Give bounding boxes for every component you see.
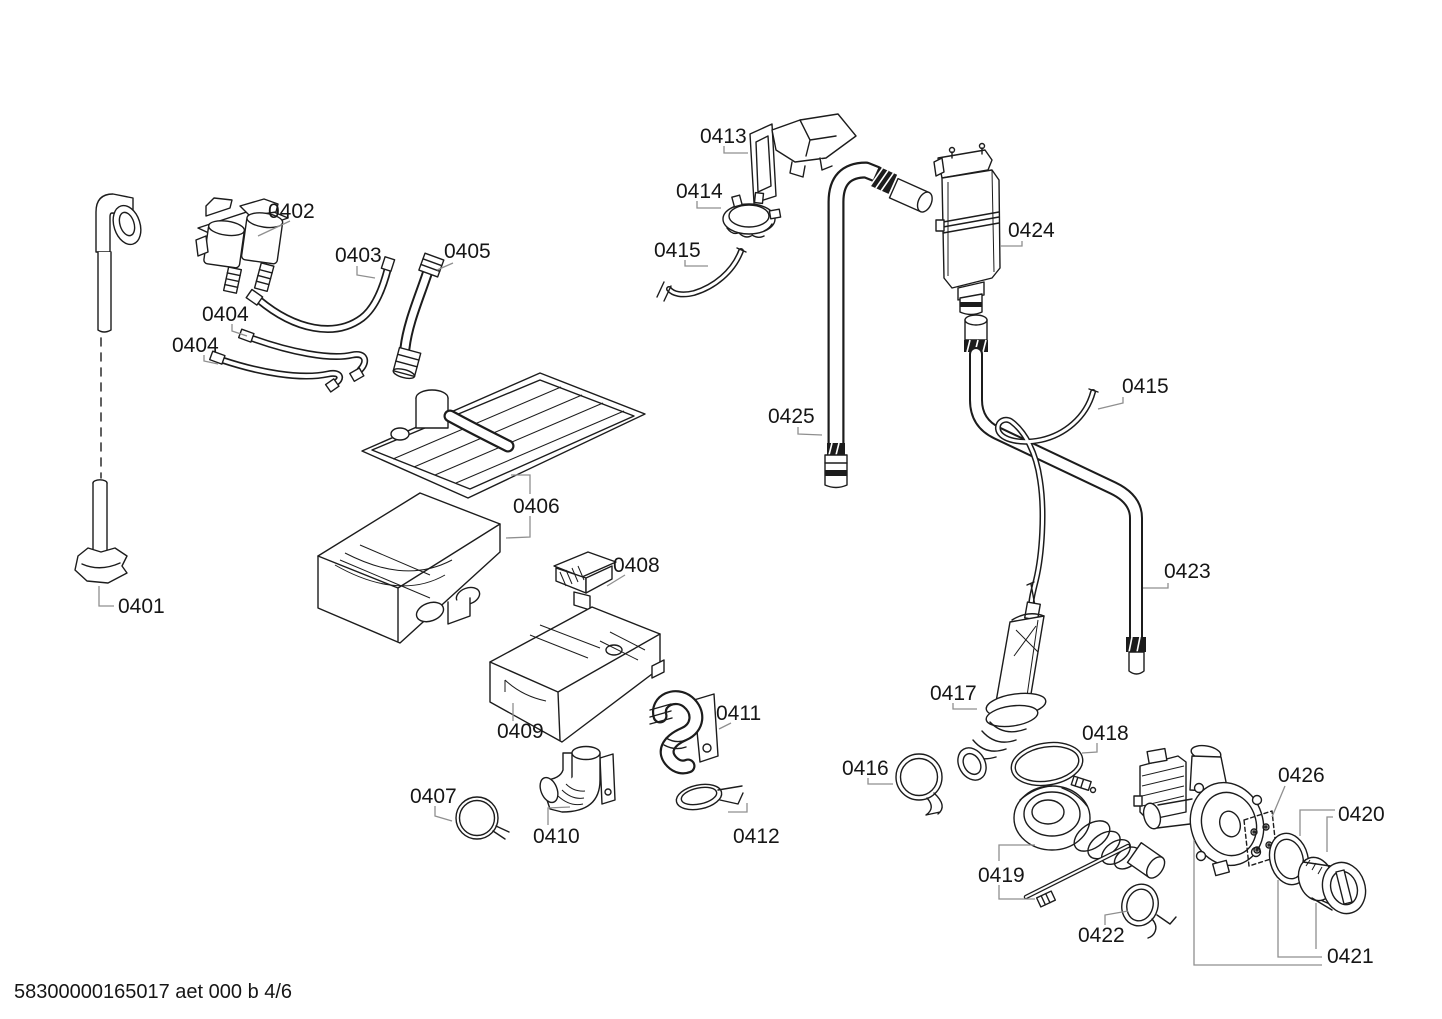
callout-0425-label: 0425 bbox=[768, 405, 815, 428]
callout-0413-label: 0413 bbox=[700, 125, 747, 148]
callout-0401-label: 0401 bbox=[118, 595, 165, 618]
callout-0411-label: 0411 bbox=[716, 702, 761, 725]
callout-0403: 0403 bbox=[335, 244, 382, 279]
callout-0420-label: 0420 bbox=[1338, 803, 1385, 826]
part-0419-sump-bellows bbox=[1013, 785, 1166, 908]
callout-0422: 0422 bbox=[1078, 910, 1129, 947]
callout-0415a-label: 0415 bbox=[654, 239, 701, 262]
part-0424-container bbox=[933, 142, 1001, 316]
part-filter-cap bbox=[1297, 856, 1367, 915]
callout-0424-label: 0424 bbox=[1008, 219, 1055, 242]
callout-0406: 0406 bbox=[505, 474, 560, 539]
part-0408-siphon bbox=[553, 551, 617, 611]
callout-0422-label: 0422 bbox=[1078, 924, 1125, 947]
callout-0401: 0401 bbox=[98, 586, 165, 618]
part-0416-clamp bbox=[895, 753, 943, 816]
callout-0419-label: 0419 bbox=[978, 864, 1025, 887]
callout-0413: 0413 bbox=[700, 125, 748, 154]
callout-0415b-label: 0415 bbox=[1122, 375, 1169, 398]
part-0405-hose bbox=[392, 252, 445, 380]
callout-0426-label: 0426 bbox=[1278, 764, 1325, 787]
callout-0418-label: 0418 bbox=[1082, 722, 1129, 745]
part-0403-hose bbox=[245, 256, 396, 333]
callout-0421: 0421 bbox=[1193, 840, 1374, 968]
callout-0420: 0420 bbox=[1299, 803, 1385, 852]
callout-0409: 0409 bbox=[497, 703, 544, 743]
part-0410-elbow bbox=[539, 745, 616, 813]
callout-0412-label: 0412 bbox=[733, 825, 780, 848]
part-0406-distribution-frame bbox=[361, 372, 646, 499]
callout-0409-label: 0409 bbox=[497, 720, 544, 743]
part-0401-inlet-elbow-tube bbox=[74, 193, 142, 584]
part-0417-air-trap bbox=[957, 581, 1047, 781]
part-0423-hose bbox=[964, 314, 1146, 675]
callout-0403-label: 0403 bbox=[335, 244, 382, 267]
part-0415-hose-right bbox=[994, 388, 1099, 610]
callout-0423: 0423 bbox=[1143, 560, 1211, 589]
callout-0421-label: 0421 bbox=[1327, 945, 1374, 968]
callout-0411: 0411 bbox=[716, 702, 761, 730]
callout-0425: 0425 bbox=[768, 405, 823, 436]
callout-0407: 0407 bbox=[410, 785, 457, 822]
callout-0414-label: 0414 bbox=[676, 180, 723, 203]
callout-0423-label: 0423 bbox=[1164, 560, 1211, 583]
callout-0416: 0416 bbox=[842, 757, 893, 785]
part-0404-hose-b bbox=[208, 350, 344, 393]
callout-0415b: 0415 bbox=[1097, 375, 1169, 410]
part-0406-dispenser-housing bbox=[317, 492, 501, 644]
document-code: 58300000165017 aet 000 b 4/6 bbox=[14, 981, 292, 1003]
callout-0406-label: 0406 bbox=[513, 495, 560, 518]
callout-0404b: 0404 bbox=[172, 334, 219, 365]
part-0407-clamp-ring bbox=[455, 796, 510, 840]
part-0425-drain-hose bbox=[824, 161, 933, 489]
callout-0404a: 0404 bbox=[202, 303, 249, 337]
callout-0417: 0417 bbox=[930, 682, 977, 710]
part-0426-screw-set bbox=[1243, 810, 1278, 867]
part-0418-clamp-ring bbox=[1010, 741, 1097, 794]
part-0415-hose-top bbox=[656, 247, 747, 302]
part-0413-holder-bracket bbox=[749, 113, 857, 204]
part-0421-pump-assembly bbox=[1133, 744, 1265, 877]
callout-0402: 0402 bbox=[257, 200, 315, 237]
part-0402-inlet-valve bbox=[195, 197, 289, 294]
callout-0408-label: 0408 bbox=[613, 554, 660, 577]
callout-0416-label: 0416 bbox=[842, 757, 889, 780]
callout-0424: 0424 bbox=[1000, 219, 1055, 247]
callout-0405-label: 0405 bbox=[444, 240, 491, 263]
part-0412-clamp bbox=[675, 783, 744, 811]
callout-0407-label: 0407 bbox=[410, 785, 457, 808]
callout-0426: 0426 bbox=[1271, 764, 1325, 818]
callout-0412: 0412 bbox=[728, 803, 780, 848]
part-0409-dispenser-drawer bbox=[489, 606, 665, 743]
callout-0410: 0410 bbox=[533, 806, 580, 848]
callout-0405: 0405 bbox=[436, 240, 491, 271]
part-0411-hose-elbow bbox=[649, 690, 719, 775]
callout-0418: 0418 bbox=[1081, 722, 1129, 754]
callout-0414: 0414 bbox=[676, 180, 723, 209]
part-0404-hose-a bbox=[237, 328, 369, 383]
part-0422-clamp bbox=[1121, 883, 1177, 939]
callout-0419: 0419 bbox=[978, 844, 1035, 900]
callout-0410-label: 0410 bbox=[533, 825, 580, 848]
callout-0408: 0408 bbox=[606, 554, 660, 587]
callout-0417-label: 0417 bbox=[930, 682, 977, 705]
callout-0404a-label: 0404 bbox=[202, 303, 249, 326]
callout-0415a: 0415 bbox=[654, 239, 708, 267]
callout-0404b-label: 0404 bbox=[172, 334, 219, 357]
callout-0402-label: 0402 bbox=[268, 200, 315, 223]
part-0414-clamp-ring bbox=[722, 191, 782, 238]
